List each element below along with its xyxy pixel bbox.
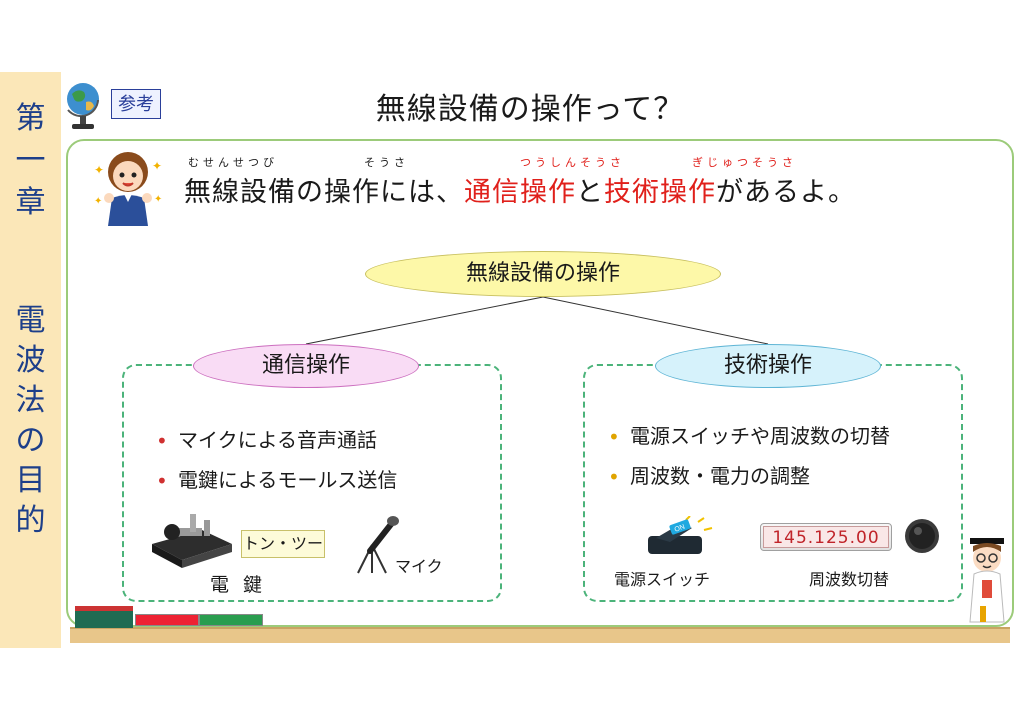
- chapter-char: 第: [15, 101, 46, 136]
- red-chalk: [135, 614, 199, 626]
- ruby-text: むせんせつび: [188, 156, 278, 169]
- svg-text:✦: ✦: [94, 163, 104, 177]
- root-node: 無線設備の操作: [365, 251, 721, 297]
- girl-character-icon: ✦ ✦ ✦ ✦: [94, 152, 162, 226]
- intro-text: 無線設備の操作には、: [184, 177, 464, 208]
- svg-text:✦: ✦: [154, 194, 162, 205]
- intro-text: と: [576, 177, 604, 208]
- reference-badge: 参考: [111, 89, 161, 119]
- list-item: • 電鍵によるモールス送信: [152, 464, 397, 504]
- list-item-text: 電源スイッチや周波数の切替: [630, 424, 890, 448]
- switch-caption: 電源スイッチ: [614, 570, 711, 589]
- eraser: [75, 606, 133, 628]
- list-item-text: マイクによる音声通話: [178, 428, 377, 452]
- chapter-char: 章: [15, 185, 46, 220]
- frequency-value: 145.125.00: [763, 526, 889, 548]
- list-item: • マイクによる音声通話: [152, 424, 397, 464]
- frequency-caption: 周波数切替: [809, 570, 890, 589]
- eraser-stripe: [75, 606, 133, 611]
- bullet-icon: •: [608, 425, 620, 449]
- intro-sentence: 無線設備の操作には、通信操作と技術操作があるよ。: [184, 170, 856, 209]
- section-char: の: [15, 423, 46, 458]
- chapter-char: 一: [15, 143, 46, 178]
- ruby-text: つうしんそうさ: [520, 156, 625, 169]
- telegraph-key-icon: [152, 514, 232, 568]
- communication-list: • マイクによる音声通話 • 電鍵によるモールス送信: [152, 424, 397, 504]
- list-item-text: 電鍵によるモールス送信: [178, 468, 398, 492]
- knob-icon: [905, 519, 939, 553]
- technical-title: 技術操作: [655, 344, 881, 388]
- switch-on-label: ON: [674, 524, 686, 534]
- bullet-icon: •: [156, 469, 168, 493]
- page-title: 無線設備の操作って？: [375, 92, 685, 127]
- communication-title: 通信操作: [193, 344, 419, 388]
- key-caption: 電 鍵: [210, 574, 267, 596]
- highlight-text: 通信操作: [464, 177, 576, 208]
- svg-text:✦: ✦: [94, 196, 102, 207]
- section-char: 目: [15, 463, 46, 498]
- svg-text:✦: ✦: [152, 159, 162, 173]
- ruby-text: ぎじゅつそうさ: [692, 156, 797, 169]
- green-chalk: [199, 614, 263, 626]
- section-char: 的: [15, 503, 46, 538]
- mic-caption: マイク: [395, 557, 443, 576]
- list-item: • 周波数・電力の調整: [604, 460, 890, 500]
- board-shelf: [70, 627, 1010, 643]
- frequency-display: 145.125.00: [760, 523, 892, 551]
- section-char: 電: [15, 303, 46, 338]
- highlight-text: 技術操作: [604, 177, 716, 208]
- bullet-icon: •: [608, 465, 620, 489]
- ruby-text: そうさ: [364, 156, 409, 169]
- bullet-icon: •: [156, 429, 168, 453]
- list-item-text: 周波数・電力の調整: [630, 464, 810, 488]
- power-switch-icon: ON: [648, 516, 713, 554]
- morse-bubble: トン・ツー: [241, 530, 325, 558]
- list-item: • 電源スイッチや周波数の切替: [604, 420, 890, 460]
- professor-character-icon: [969, 538, 1005, 623]
- section-char: 波: [15, 343, 46, 378]
- intro-text: があるよ。: [716, 177, 856, 208]
- microphone-icon: [357, 516, 399, 574]
- technical-list: • 電源スイッチや周波数の切替 • 周波数・電力の調整: [604, 420, 890, 500]
- globe-icon: [67, 83, 99, 129]
- section-char: 法: [15, 383, 46, 418]
- chapter-band: 第 一 章 電 波 法 の 目 的: [0, 72, 61, 648]
